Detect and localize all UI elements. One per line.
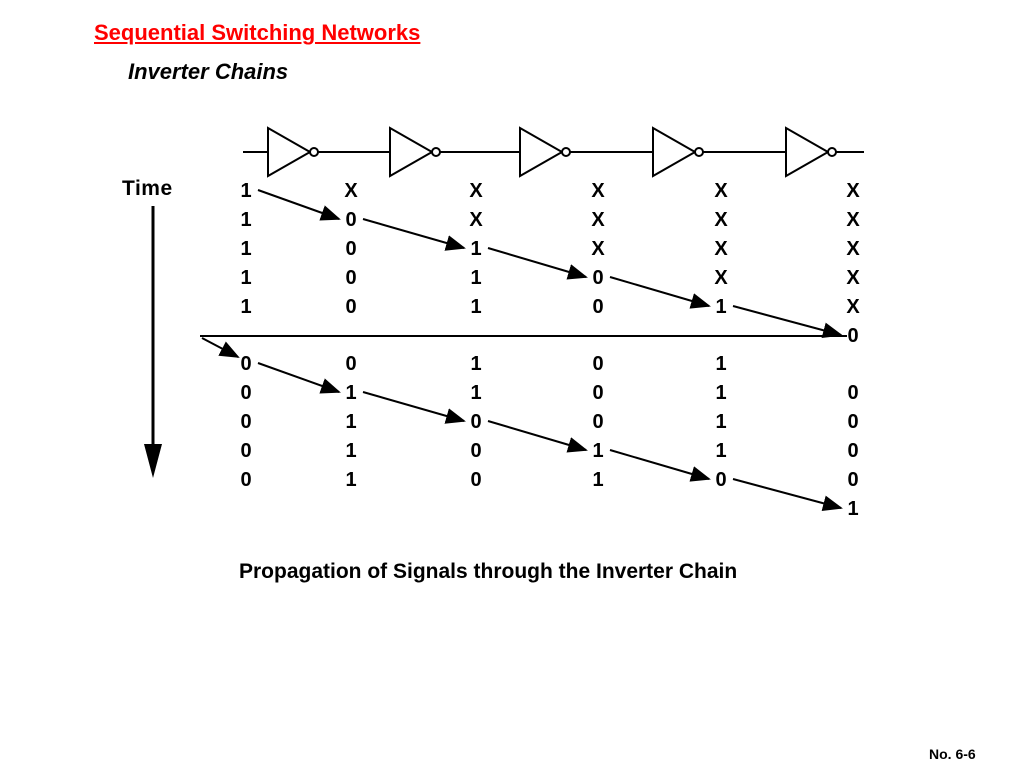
top-cell-r0-c4: X xyxy=(714,180,728,202)
slide-title: Sequential Switching Networks xyxy=(94,20,421,45)
bottom-cell-r2-c4: 1 xyxy=(715,411,726,433)
bottom-cell-r0-c3: 0 xyxy=(592,353,603,375)
bottom-cell-r2-c3: 0 xyxy=(592,411,603,433)
top-cell-r0-c2: X xyxy=(469,180,483,202)
top-cell-r5-c5: 0 xyxy=(847,325,858,347)
inverter-gate-icon xyxy=(519,126,571,178)
time-label: Time xyxy=(122,177,173,200)
bottom-cell-r4-c4: 0 xyxy=(715,469,726,491)
bottom-cell-r3-c5: 0 xyxy=(847,440,858,462)
bottom-cell-r4-c1: 1 xyxy=(345,469,356,491)
bottom-cell-r4-c5: 0 xyxy=(847,469,858,491)
top-cell-r1-c5: X xyxy=(846,209,860,231)
top-propagation-arrow-3 xyxy=(609,276,711,309)
inverter-gate-icon xyxy=(267,126,319,178)
page-number: No. 6-6 xyxy=(929,746,976,762)
bottom-cell-r1-c0: 0 xyxy=(240,382,251,404)
top-cell-r3-c2: 1 xyxy=(470,267,481,289)
top-cell-r3-c0: 1 xyxy=(240,267,251,289)
bottom-propagation-arrow-4 xyxy=(732,478,843,512)
top-cell-r1-c0: 1 xyxy=(240,209,251,231)
inverter-chain xyxy=(243,126,864,178)
bottom-cell-r2-c1: 1 xyxy=(345,411,356,433)
top-propagation-arrow-4 xyxy=(732,305,843,339)
bottom-entry-arrow xyxy=(201,337,240,358)
top-cell-r4-c0: 1 xyxy=(240,296,251,318)
bottom-cell-r1-c3: 0 xyxy=(592,382,603,404)
top-cell-r2-c4: X xyxy=(714,238,728,260)
bottom-cell-r2-c0: 0 xyxy=(240,411,251,433)
top-cell-r4-c4: 1 xyxy=(715,296,726,318)
bottom-cell-r3-c2: 0 xyxy=(470,440,481,462)
top-cell-r1-c2: X xyxy=(469,209,483,231)
bottom-cell-r4-c2: 0 xyxy=(470,469,481,491)
top-cell-r4-c2: 1 xyxy=(470,296,481,318)
bottom-cell-r0-c2: 1 xyxy=(470,353,481,375)
top-cell-r2-c0: 1 xyxy=(240,238,251,260)
bottom-cell-r3-c4: 1 xyxy=(715,440,726,462)
top-cell-r0-c1: X xyxy=(344,180,358,202)
bottom-cell-r2-c2: 0 xyxy=(470,411,481,433)
bottom-cell-r5-c5: 1 xyxy=(847,498,858,520)
top-cell-r0-c5: X xyxy=(846,180,860,202)
top-cell-r2-c5: X xyxy=(846,238,860,260)
bottom-propagation-arrow-0 xyxy=(257,362,341,394)
top-cell-r3-c3: 0 xyxy=(592,267,603,289)
inverter-gate-icon xyxy=(785,126,837,178)
top-cell-r4-c5: X xyxy=(846,296,860,318)
bottom-cell-r4-c3: 1 xyxy=(592,469,603,491)
bottom-propagation-arrow-2 xyxy=(487,420,588,453)
top-cell-r2-c1: 0 xyxy=(345,238,356,260)
inverter-gate-icon xyxy=(652,126,704,178)
bottom-cell-r4-c0: 0 xyxy=(240,469,251,491)
bottom-propagation-arrow-1 xyxy=(362,391,466,424)
top-cell-r0-c0: 1 xyxy=(240,180,251,202)
top-cell-r0-c3: X xyxy=(591,180,605,202)
bottom-cell-r2-c5: 0 xyxy=(847,411,858,433)
top-cell-r1-c3: X xyxy=(591,209,605,231)
bottom-cell-r3-c3: 1 xyxy=(592,440,603,462)
bottom-cell-r1-c4: 1 xyxy=(715,382,726,404)
top-cell-r4-c3: 0 xyxy=(592,296,603,318)
top-cell-r4-c1: 0 xyxy=(345,296,356,318)
bottom-cell-r1-c1: 1 xyxy=(345,382,356,404)
propagation-arrows xyxy=(201,189,843,512)
top-cell-r2-c3: X xyxy=(591,238,605,260)
top-cell-r2-c2: 1 xyxy=(470,238,481,260)
top-propagation-arrow-2 xyxy=(487,247,588,280)
top-propagation-arrow-1 xyxy=(362,218,466,251)
bottom-cell-r1-c5: 0 xyxy=(847,382,858,404)
diagram-caption: Propagation of Signals through the Inver… xyxy=(239,560,738,583)
bottom-cell-r1-c2: 1 xyxy=(470,382,481,404)
top-propagation-arrow-0 xyxy=(257,189,341,221)
time-arrow xyxy=(144,206,162,478)
top-cell-r3-c1: 0 xyxy=(345,267,356,289)
inverter-gate-icon xyxy=(389,126,441,178)
bottom-propagation-arrow-3 xyxy=(609,449,711,482)
top-cell-r3-c5: X xyxy=(846,267,860,289)
bottom-cell-r0-c1: 0 xyxy=(345,353,356,375)
top-cell-r3-c4: X xyxy=(714,267,728,289)
slide-subtitle: Inverter Chains xyxy=(128,59,289,84)
top-cell-r1-c1: 0 xyxy=(345,209,356,231)
bottom-cell-r0-c0: 0 xyxy=(240,353,251,375)
top-cell-r1-c4: X xyxy=(714,209,728,231)
bottom-cell-r3-c0: 0 xyxy=(240,440,251,462)
bottom-cell-r0-c4: 1 xyxy=(715,353,726,375)
bottom-cell-r3-c1: 1 xyxy=(345,440,356,462)
